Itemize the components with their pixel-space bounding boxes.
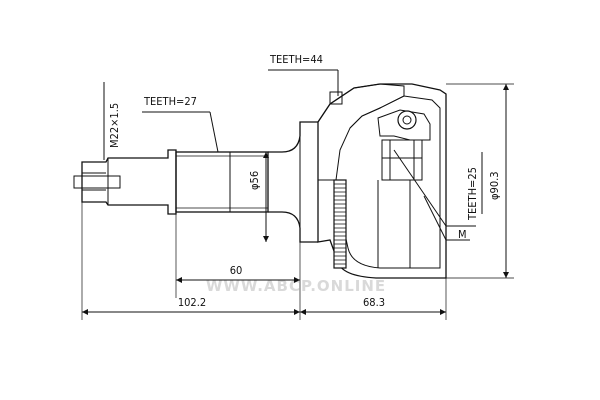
spline-shaft — [175, 151, 269, 213]
label-thread: M22×1.5 — [108, 103, 121, 148]
outer-bell — [317, 83, 447, 279]
label-bell-dia: φ90.3 — [488, 171, 501, 200]
dimension-lines — [81, 83, 514, 320]
leader-lines — [103, 69, 476, 241]
label-marker-m: M — [458, 228, 467, 241]
abs-ring — [333, 179, 347, 269]
label-stub-dia: φ56 — [248, 171, 261, 190]
label-dim-60: 60 — [230, 264, 243, 277]
neck-flange — [268, 121, 318, 243]
label-dim-68: 68.3 — [363, 296, 385, 309]
label-dim-102: 102.2 — [178, 296, 206, 309]
top-notch — [329, 91, 343, 105]
label-teeth-outer: TEETH=44 — [269, 53, 323, 66]
label-teeth-inner: TEETH=25 — [466, 167, 479, 221]
label-teeth-stub: TEETH=27 — [143, 95, 197, 108]
watermark-text: WWW.ABCP.ONLINE — [206, 277, 386, 295]
threaded-end — [73, 149, 177, 215]
